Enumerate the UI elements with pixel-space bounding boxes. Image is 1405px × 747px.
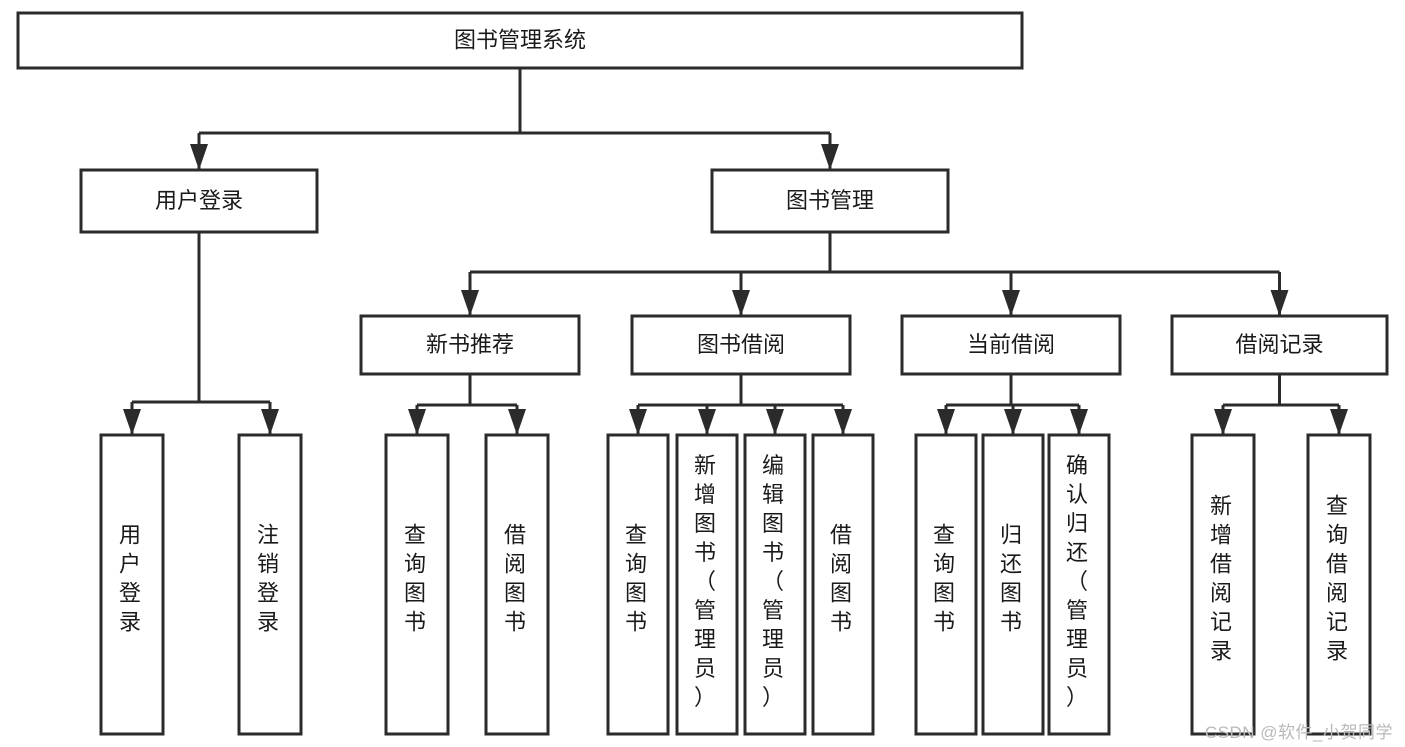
arrow-head-icon <box>508 409 526 435</box>
node-box-root <box>16 11 1024 70</box>
arrow-head-icon <box>461 290 479 316</box>
node-user-login[interactable]: 用户登录 <box>79 168 319 234</box>
node-box-leaf-borrow-book-recommend <box>484 433 550 736</box>
node-label-leaf-borrow-book: 借阅图书 <box>830 523 856 635</box>
node-box-leaf-query-borrow-record <box>1306 433 1372 736</box>
node-leaf-return-book[interactable]: 归还图书 <box>981 433 1045 736</box>
node-box-leaf-query-book-current <box>914 433 978 736</box>
node-label-borrow-record: 借阅记录 <box>1235 332 1323 357</box>
node-label-leaf-add-book-admin: 新增图书（管理员） <box>694 453 720 710</box>
node-leaf-edit-book-admin[interactable]: 编辑图书（管理员） <box>743 433 807 736</box>
node-label-book-borrow: 图书借阅 <box>697 332 785 357</box>
node-leaf-query-borrow-record[interactable]: 查询借阅记录 <box>1306 433 1372 736</box>
arrow-head-icon <box>732 290 750 316</box>
node-label-leaf-query-borrow-record: 查询借阅记录 <box>1326 494 1352 664</box>
node-label-leaf-logout: 注销登录 <box>257 523 283 635</box>
node-leaf-query-book-recommend[interactable]: 查询图书 <box>384 433 450 736</box>
arrow-head-icon <box>408 409 426 435</box>
node-label-new-book-recommend: 新书推荐 <box>426 332 514 357</box>
node-borrow-record[interactable]: 借阅记录 <box>1170 314 1389 376</box>
node-leaf-add-borrow-record[interactable]: 新增借阅记录 <box>1190 433 1256 736</box>
node-box-book-manage <box>710 168 950 234</box>
node-box-leaf-logout <box>237 433 303 736</box>
node-box-leaf-user-login <box>99 433 165 736</box>
node-label-current-borrow: 当前借阅 <box>967 332 1055 357</box>
node-leaf-logout[interactable]: 注销登录 <box>237 433 303 736</box>
node-label-leaf-query-book-current: 查询图书 <box>933 523 959 635</box>
node-book-manage[interactable]: 图书管理 <box>710 168 950 234</box>
node-label-book-manage: 图书管理 <box>786 188 874 213</box>
node-label-leaf-query-book-recommend: 查询图书 <box>404 523 430 635</box>
node-label-leaf-borrow-book-recommend: 借阅图书 <box>504 523 530 635</box>
node-box-leaf-query-book-borrow <box>606 433 670 736</box>
arrow-head-icon <box>698 409 716 435</box>
arrow-head-icon <box>1004 409 1022 435</box>
arrow-head-icon <box>1330 409 1348 435</box>
node-box-leaf-borrow-book <box>811 433 875 736</box>
arrow-head-icon <box>1214 409 1232 435</box>
node-label-leaf-return-book: 归还图书 <box>1000 523 1026 635</box>
arrow-head-icon <box>1270 290 1289 316</box>
node-label-user-login: 用户登录 <box>155 188 243 213</box>
node-box-book-borrow <box>630 314 852 376</box>
arrow-head-icon <box>1002 290 1020 316</box>
node-layer: 图书管理系统用户登录图书管理新书推荐图书借阅当前借阅借阅记录用户登录注销登录查询… <box>16 11 1389 736</box>
node-leaf-add-book-admin[interactable]: 新增图书（管理员） <box>675 433 739 736</box>
node-root[interactable]: 图书管理系统 <box>16 11 1024 70</box>
arrow-head-icon <box>834 409 852 435</box>
arrow-head-icon <box>821 144 839 170</box>
node-box-leaf-return-book <box>981 433 1045 736</box>
arrow-head-icon <box>123 409 141 435</box>
node-box-leaf-edit-book-admin <box>743 433 807 736</box>
node-box-user-login <box>79 168 319 234</box>
node-label-leaf-confirm-return-admin: 确认归还（管理员） <box>1066 453 1092 710</box>
arrow-head-icon <box>261 409 279 435</box>
node-box-leaf-query-book-recommend <box>384 433 450 736</box>
node-leaf-query-book-borrow[interactable]: 查询图书 <box>606 433 670 736</box>
node-new-book-recommend[interactable]: 新书推荐 <box>359 314 581 376</box>
node-box-borrow-record <box>1170 314 1389 376</box>
node-leaf-confirm-return-admin[interactable]: 确认归还（管理员） <box>1047 433 1111 736</box>
node-box-leaf-add-book-admin <box>675 433 739 736</box>
node-book-borrow[interactable]: 图书借阅 <box>630 314 852 376</box>
arrow-head-icon <box>937 409 955 435</box>
arrow-head-icon <box>629 409 647 435</box>
node-label-leaf-query-book-borrow: 查询图书 <box>625 523 651 635</box>
node-box-current-borrow <box>900 314 1122 376</box>
node-leaf-borrow-book-recommend[interactable]: 借阅图书 <box>484 433 550 736</box>
node-leaf-borrow-book[interactable]: 借阅图书 <box>811 433 875 736</box>
arrow-head-icon <box>766 409 784 435</box>
node-current-borrow[interactable]: 当前借阅 <box>900 314 1122 376</box>
node-label-root: 图书管理系统 <box>454 27 586 52</box>
node-label-leaf-user-login: 用户登录 <box>119 523 145 635</box>
connector-layer <box>123 68 1348 435</box>
arrow-head-icon <box>1070 409 1088 435</box>
node-box-new-book-recommend <box>359 314 581 376</box>
node-label-leaf-edit-book-admin: 编辑图书（管理员） <box>762 453 788 710</box>
node-box-leaf-confirm-return-admin <box>1047 433 1111 736</box>
node-box-leaf-add-borrow-record <box>1190 433 1256 736</box>
node-label-leaf-add-borrow-record: 新增借阅记录 <box>1210 494 1236 664</box>
arrow-head-icon <box>190 144 208 170</box>
node-leaf-user-login[interactable]: 用户登录 <box>99 433 165 736</box>
node-leaf-query-book-current[interactable]: 查询图书 <box>914 433 978 736</box>
